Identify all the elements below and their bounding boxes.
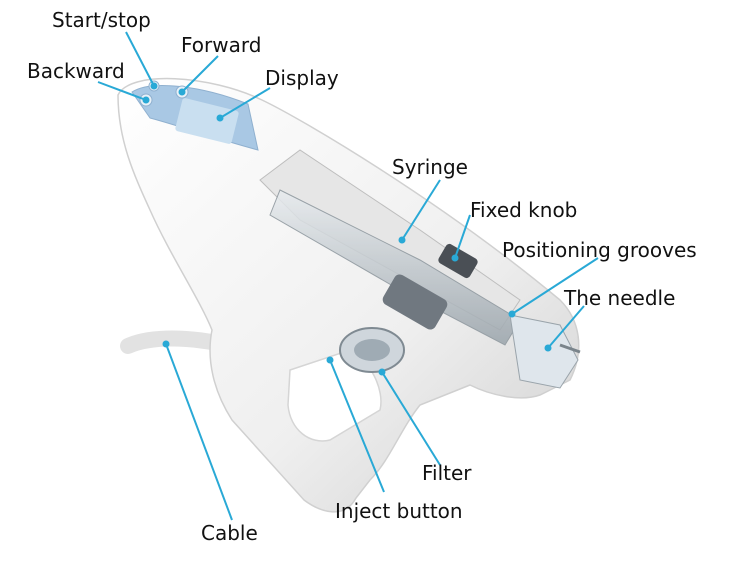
label-fixed-knob: Fixed knob (470, 198, 578, 222)
dot-the-needle (544, 344, 552, 352)
leader-cable (165, 343, 233, 521)
leader-positioning-grooves (511, 257, 599, 315)
leader-start-stop (125, 31, 155, 87)
leader-filter (381, 371, 441, 466)
label-display: Display (265, 66, 339, 90)
dot-positioning-grooves (508, 310, 516, 318)
dot-inject-button (326, 356, 334, 364)
dot-fixed-knob (451, 254, 459, 262)
dot-filter (378, 368, 386, 376)
label-the-needle: The needle (564, 286, 676, 310)
leader-fixed-knob (454, 214, 471, 259)
label-cable: Cable (201, 521, 258, 545)
label-filter: Filter (422, 461, 472, 485)
label-forward: Forward (181, 33, 262, 57)
leader-forward (181, 55, 219, 93)
syringe-barrel (269, 189, 521, 346)
leader-display (219, 87, 271, 119)
leader-inject-button (329, 359, 385, 493)
leader-dots (142, 82, 552, 376)
dot-display (216, 114, 224, 122)
display-screen (175, 98, 239, 144)
device-housing (117, 77, 580, 513)
label-inject-button: Inject button (335, 499, 463, 523)
dot-backward (142, 96, 150, 104)
leader-syringe (401, 179, 441, 241)
needle-tip (559, 343, 581, 354)
label-positioning-grooves: Positioning grooves (502, 238, 697, 262)
label-backward: Backward (27, 59, 125, 83)
label-syringe: Syringe (392, 155, 468, 179)
filter-inner (354, 339, 390, 361)
leader-lines (97, 31, 599, 521)
dot-start-stop (150, 82, 158, 90)
label-start-stop: Start/stop (52, 8, 151, 32)
dot-cable (162, 340, 170, 348)
dot-syringe (398, 236, 406, 244)
fixed-knob-shape (438, 243, 478, 279)
dot-forward (178, 88, 186, 96)
leader-the-needle (547, 305, 585, 349)
positioning-block (382, 274, 448, 330)
leader-backward (97, 81, 147, 101)
